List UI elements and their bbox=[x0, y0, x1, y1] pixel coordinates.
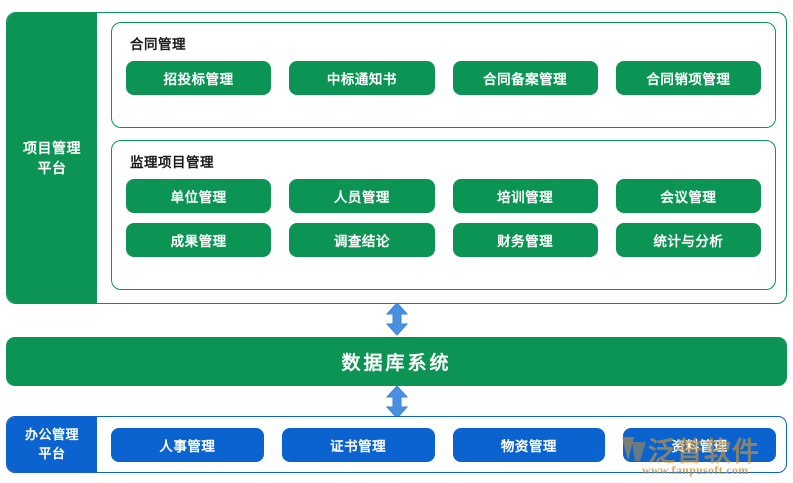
office-platform-label-line2: 平台 bbox=[38, 445, 66, 461]
office-platform-buttons: 人事管理 证书管理 物资管理 资料管理 bbox=[111, 417, 776, 472]
button-personnel-management[interactable]: 人员管理 bbox=[289, 179, 435, 213]
button-row-supervision-2: 成果管理 调查结论 财务管理 统计与分析 bbox=[126, 223, 761, 257]
button-meeting-management[interactable]: 会议管理 bbox=[615, 179, 761, 213]
button-winning-bid-notice[interactable]: 中标通知书 bbox=[289, 61, 435, 95]
button-row-supervision-1: 单位管理 人员管理 培训管理 会议管理 bbox=[126, 179, 761, 213]
button-unit-management[interactable]: 单位管理 bbox=[126, 179, 272, 213]
office-management-platform-panel: 办公管理 平台 人事管理 证书管理 物资管理 资料管理 bbox=[6, 416, 787, 473]
database-system-bar: 数据库系统 bbox=[6, 337, 787, 386]
button-statistics-and-analysis[interactable]: 统计与分析 bbox=[615, 223, 761, 257]
button-certificate-management[interactable]: 证书管理 bbox=[281, 427, 435, 462]
button-training-management[interactable]: 培训管理 bbox=[452, 179, 598, 213]
button-bidding-management[interactable]: 招投标管理 bbox=[126, 61, 272, 95]
database-system-label: 数据库系统 bbox=[341, 353, 452, 374]
double-arrow-icon-bottom bbox=[380, 385, 414, 419]
double-arrow-icon-top bbox=[380, 302, 414, 336]
button-document-management[interactable]: 资料管理 bbox=[623, 427, 776, 462]
button-achievement-management[interactable]: 成果管理 bbox=[126, 223, 272, 257]
project-platform-label: 项目管理 平台 bbox=[7, 13, 97, 303]
button-row-contract-1: 招投标管理 中标通知书 合同备案管理 合同销项管理 bbox=[126, 61, 761, 95]
project-platform-label-line1: 项目管理 bbox=[23, 139, 81, 156]
group-title-contract-management: 合同管理 bbox=[130, 37, 186, 52]
button-contract-settlement-management[interactable]: 合同销项管理 bbox=[615, 61, 761, 95]
office-platform-label-line1: 办公管理 bbox=[24, 426, 79, 442]
button-survey-conclusion[interactable]: 调查结论 bbox=[289, 223, 435, 257]
button-contract-filing-management[interactable]: 合同备案管理 bbox=[452, 61, 598, 95]
button-finance-management[interactable]: 财务管理 bbox=[452, 223, 598, 257]
button-hr-management[interactable]: 人事管理 bbox=[111, 427, 264, 462]
button-material-management[interactable]: 物资管理 bbox=[452, 427, 606, 462]
group-title-supervision-project-management: 监理项目管理 bbox=[130, 155, 214, 170]
group-card-supervision-project-management: 监理项目管理 单位管理 人员管理 培训管理 会议管理 成果管理 调查结论 财务管… bbox=[111, 140, 776, 290]
group-card-contract-management: 合同管理 招投标管理 中标通知书 合同备案管理 合同销项管理 bbox=[111, 22, 776, 128]
project-platform-label-line2: 平台 bbox=[37, 160, 67, 176]
project-platform-groups: 合同管理 招投标管理 中标通知书 合同备案管理 合同销项管理 监理项目管理 单位… bbox=[111, 22, 776, 294]
office-platform-label: 办公管理 平台 bbox=[7, 417, 97, 472]
project-management-platform-panel: 项目管理 平台 合同管理 招投标管理 中标通知书 合同备案管理 合同销项管理 监… bbox=[6, 12, 787, 304]
